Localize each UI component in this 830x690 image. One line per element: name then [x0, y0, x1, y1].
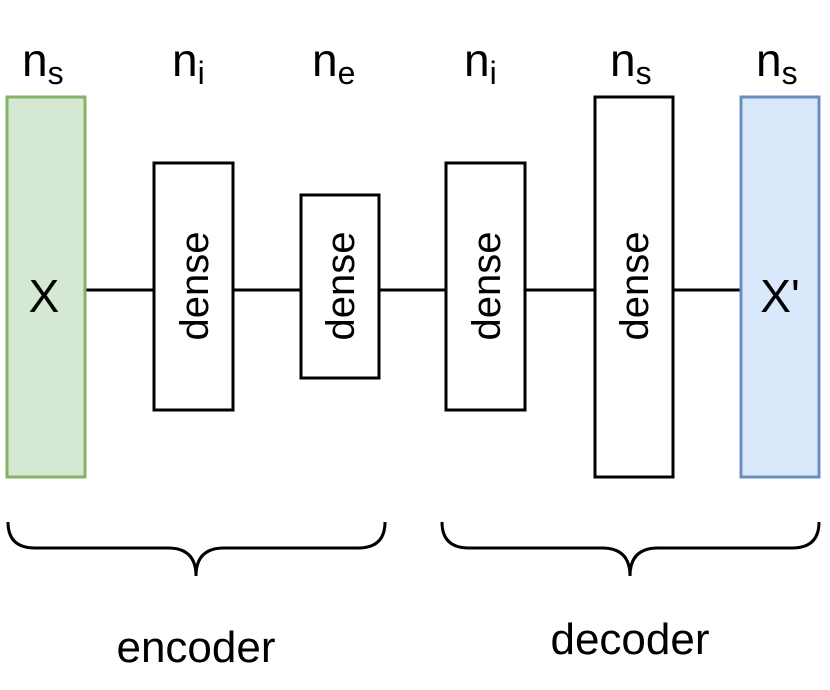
encoder-label: encoder — [116, 623, 275, 672]
input-block — [5, 95, 87, 479]
input-label: X — [29, 270, 60, 322]
output-block — [739, 95, 821, 479]
dense-layer-1: dense — [152, 161, 235, 412]
dim-label-layer-1: ni — [172, 34, 205, 91]
dense-layer-2-label: dense — [319, 232, 363, 341]
decoder-label: decoder — [550, 615, 709, 664]
dense-layer-4-label: dense — [613, 232, 657, 341]
dense-layer-3-label: dense — [465, 232, 509, 341]
dim-label-layer-3: ni — [464, 34, 497, 91]
dim-label-input: ns — [22, 34, 64, 91]
dense-layer-3: dense — [444, 161, 527, 412]
dense-layer-4: dense — [593, 95, 675, 479]
dense-layer-2: dense — [299, 193, 381, 380]
dim-label-output: ns — [756, 34, 798, 91]
dim-label-layer-4: ns — [610, 34, 652, 91]
encoder-brace — [6, 521, 387, 577]
dim-label-layer-2: ne — [312, 34, 355, 91]
output-label: X' — [760, 270, 799, 322]
dense-layer-1-label: dense — [173, 232, 217, 341]
decoder-brace — [440, 521, 821, 577]
